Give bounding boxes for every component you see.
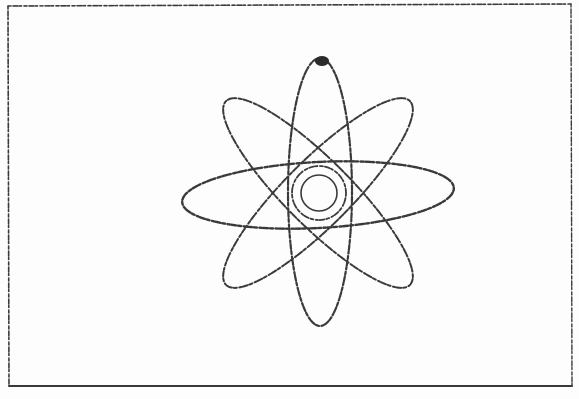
orbit-horizontal (180, 155, 455, 235)
orbit-diagonal-left (203, 78, 434, 309)
border-frame (8, 4, 572, 386)
orbit-diagonal-right (203, 78, 434, 309)
nucleus-outer (292, 166, 346, 220)
orbit-vertical (288, 58, 352, 326)
nucleus-inner (301, 175, 337, 211)
electron-top (315, 56, 329, 66)
atom-icon (180, 56, 455, 326)
